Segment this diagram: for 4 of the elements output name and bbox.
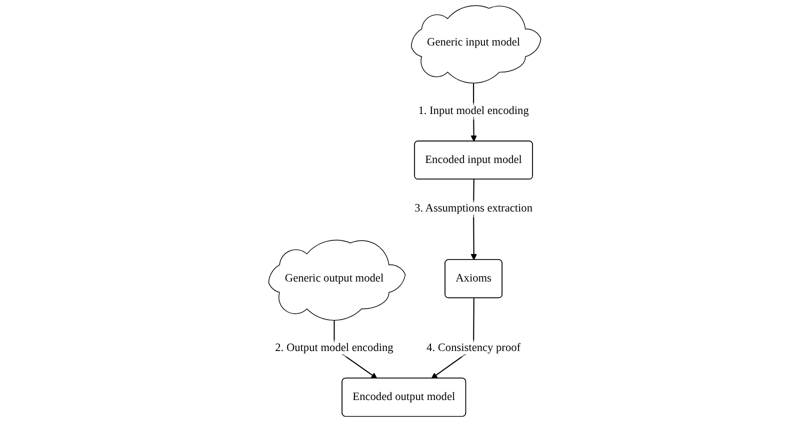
edge-label: 4. Consistency proof (426, 342, 520, 354)
edge-label: 2. Output model encoding (274, 342, 394, 354)
edge-label: 1. Input model encoding (418, 104, 529, 117)
edge-label: 3. Assumptions extraction (414, 202, 532, 215)
